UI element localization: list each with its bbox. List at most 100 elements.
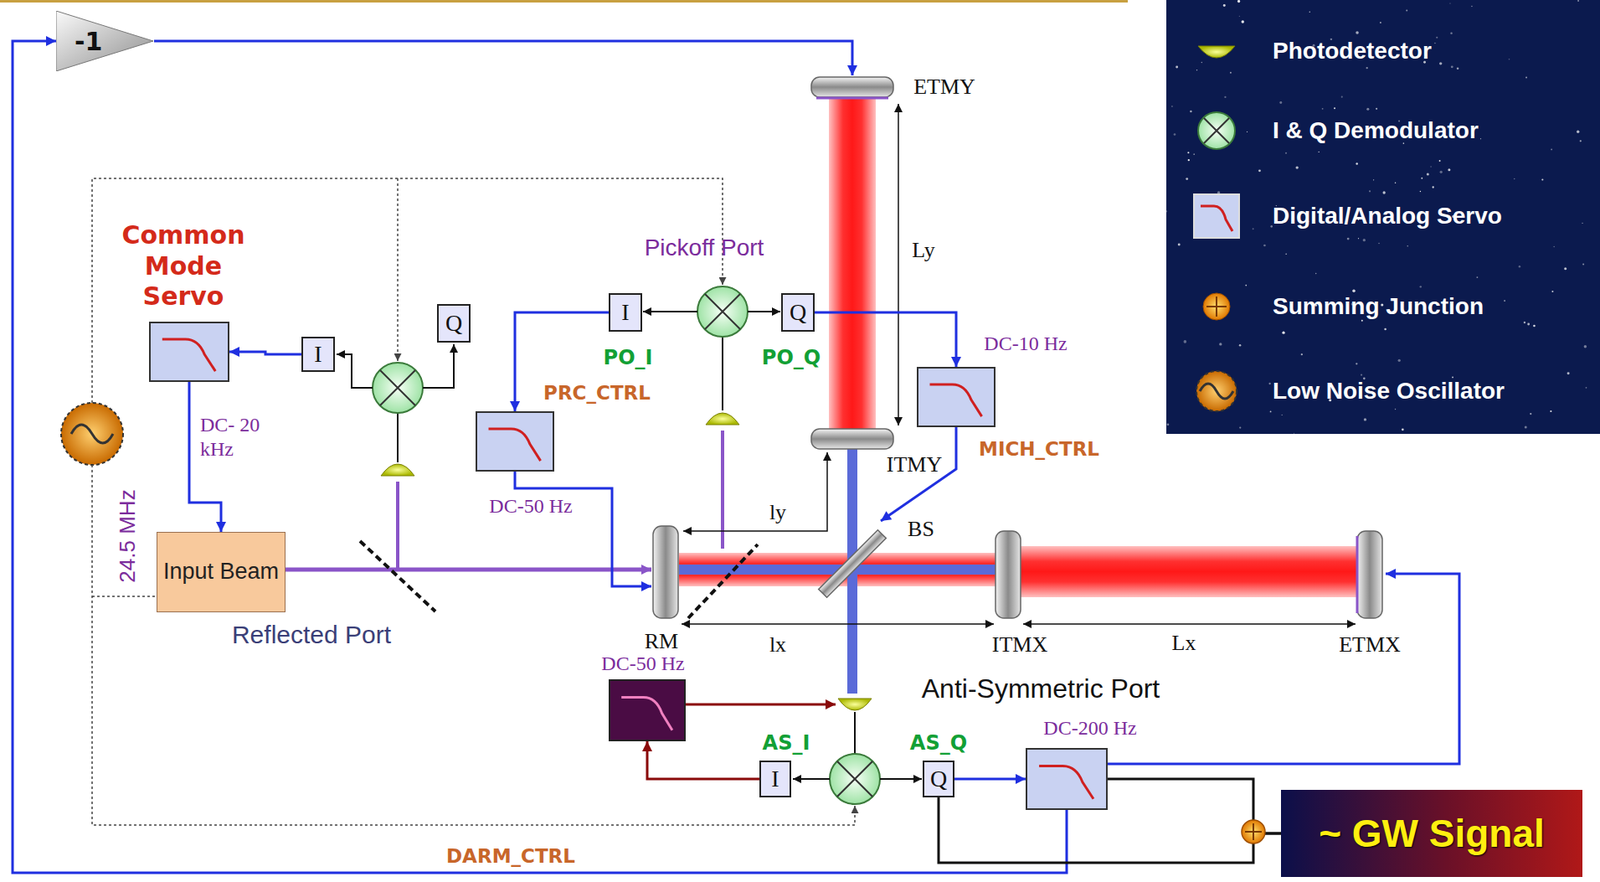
star-dot	[1171, 105, 1173, 107]
connectors	[12, 41, 1282, 873]
common-mode-servo: Common Mode ServoDC- 20 kHz	[149, 321, 230, 382]
star-dot	[1239, 15, 1240, 17]
node-text: Input Beam	[163, 558, 279, 585]
port-label: Reflected Port	[231, 620, 391, 649]
star-dot	[1258, 169, 1261, 172]
star-dot	[1551, 290, 1554, 293]
servo-title: Common Mode Servo	[112, 220, 255, 313]
demodulator-output-wire	[336, 354, 373, 388]
bandwidth-label: DC-50 Hz	[488, 494, 572, 518]
star-dot	[1420, 177, 1423, 180]
demodulator	[372, 286, 880, 804]
input-beam-box: Input Beam	[156, 531, 286, 613]
star-dot	[1378, 242, 1379, 244]
star-dot	[1439, 159, 1441, 162]
star-dot	[1363, 417, 1367, 421]
legend-icon	[1196, 370, 1237, 412]
banner-edge	[0, 0, 1128, 3]
star-dot	[1550, 149, 1553, 151]
control-wire	[880, 427, 957, 521]
etmy-mirror	[811, 77, 894, 98]
star-dot	[1355, 30, 1359, 35]
demodulator	[837, 761, 873, 797]
star-dot	[1523, 321, 1526, 324]
star-dot	[1584, 344, 1587, 348]
star-dot	[1333, 107, 1336, 109]
signal-connector	[814, 312, 957, 367]
star-dot	[1439, 61, 1442, 65]
oscillator-symbol	[61, 402, 124, 465]
legend-icon	[1203, 293, 1230, 320]
mirror-label: RM	[644, 628, 679, 654]
star-dot	[1518, 265, 1521, 268]
legend-row: Digital/Analog Servo	[1166, 190, 1600, 242]
star-dot	[1252, 227, 1255, 230]
star-dot	[1322, 108, 1324, 110]
legend-row: Low Noise Oscillator	[1166, 365, 1600, 417]
star-dot	[1245, 284, 1247, 287]
detector-wire	[854, 711, 856, 754]
servo-symbol	[930, 384, 983, 417]
photodetector	[705, 412, 740, 425]
star-dot	[1471, 5, 1473, 8]
legend-icon	[1193, 194, 1240, 238]
star-dot	[1196, 69, 1198, 71]
star-dot	[1347, 237, 1350, 241]
star-dot	[1173, 133, 1177, 136]
star-dot	[1582, 263, 1585, 266]
itmx-mirror	[995, 530, 1021, 618]
in-phase-output: I	[301, 336, 335, 372]
signal-connector	[229, 351, 302, 355]
star-dot	[1301, 353, 1303, 355]
signal-connector	[938, 797, 1282, 863]
triangle-outline	[56, 10, 154, 72]
itmy-mirror	[811, 428, 894, 449]
mirror-label: ITMY	[886, 452, 942, 478]
quadrature-output: Q	[781, 293, 815, 332]
legend-text: I & Q Demodulator	[1272, 117, 1479, 145]
signal-name: PO_Q	[761, 345, 821, 370]
demodulator-output-wire	[422, 344, 454, 388]
signal-connector	[647, 740, 760, 779]
star-dot	[1450, 65, 1454, 68]
star-dot	[1263, 244, 1266, 247]
control-signal-name: PRC_CTRL	[543, 381, 651, 404]
summing-junction	[1245, 823, 1262, 840]
demodulator	[372, 362, 423, 413]
gain-triangle: -1	[56, 10, 154, 72]
photodetector	[380, 463, 415, 476]
legend-icon	[1200, 205, 1233, 232]
star-dot	[1185, 177, 1189, 181]
star-dot	[1581, 222, 1583, 224]
star-dot	[1166, 210, 1168, 212]
star-dot	[1449, 2, 1451, 4]
quadrature-output: Q	[437, 303, 471, 343]
recycling-mirror	[653, 525, 679, 618]
star-dot	[1513, 178, 1515, 180]
port-label: Anti-Symmetric Port	[921, 673, 1160, 705]
dimension-line	[683, 452, 828, 531]
bandwidth-label: DC- 20 kHz	[200, 412, 261, 462]
node-text: ~ GW Signal	[1318, 810, 1545, 856]
legend-icon	[1187, 365, 1246, 417]
star-dot	[1440, 170, 1443, 174]
reference-signal-wire	[92, 464, 855, 825]
mich-servo: DC-10 Hz	[916, 366, 996, 428]
star-dot	[1508, 58, 1511, 61]
star-dot	[1239, 426, 1241, 428]
dimension-line	[681, 622, 994, 625]
star-dot	[1317, 151, 1319, 153]
bandwidth-label: DC-50 Hz	[601, 652, 685, 675]
star-dot	[1529, 412, 1532, 415]
star-dot	[1178, 243, 1181, 247]
port-label: Pickoff Port	[644, 234, 765, 262]
star-dot	[1183, 339, 1188, 344]
demodulator-output-wire	[747, 310, 781, 313]
detector-wire	[396, 412, 399, 463]
node-text: -1	[74, 26, 103, 57]
mirror-coating	[1356, 535, 1359, 613]
legend-text: Low Noise Oscillator	[1272, 377, 1505, 405]
star-dot	[1432, 185, 1435, 188]
star-dot	[1430, 165, 1431, 167]
node-text: Q	[930, 765, 947, 793]
